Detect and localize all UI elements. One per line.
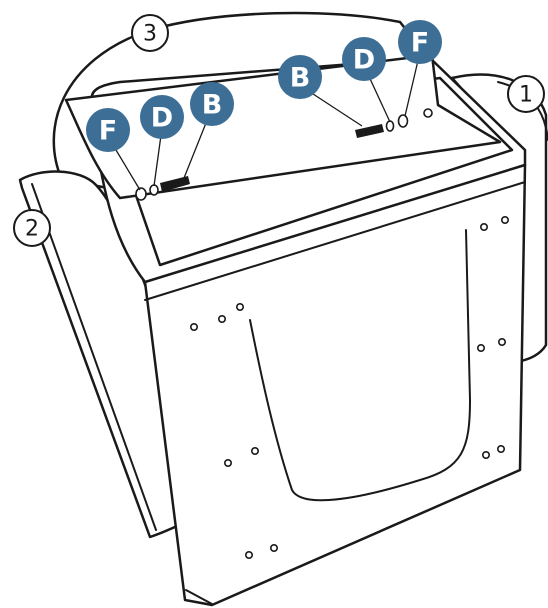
badge-left-f: F xyxy=(86,108,130,152)
callout-label: 3 xyxy=(143,22,157,47)
callout-circle xyxy=(131,14,169,52)
callout-2: 2 xyxy=(13,209,51,247)
badge-right-b: B xyxy=(278,55,322,99)
badge-label: D xyxy=(151,103,173,134)
front-panel-top-edge xyxy=(144,181,526,301)
leader-right-b xyxy=(309,91,363,127)
badge-left-b: B xyxy=(190,82,234,126)
callout-label: 1 xyxy=(519,83,533,108)
hole xyxy=(497,337,506,346)
badge-right-d: D xyxy=(342,37,386,81)
callout-circle xyxy=(13,209,51,247)
callout-label: 2 xyxy=(25,217,39,242)
lock-washer-d xyxy=(385,120,395,132)
front-panel-holes xyxy=(190,216,509,559)
badge-label: B xyxy=(202,90,223,121)
front-panel-cutout xyxy=(249,229,472,502)
badge-circle xyxy=(140,95,184,139)
bolt-b xyxy=(160,176,190,192)
badge-circle xyxy=(398,20,442,64)
badge-right-f: F xyxy=(398,20,442,64)
hole xyxy=(481,450,490,459)
hole xyxy=(496,444,505,453)
right-hardware-badges: B D F xyxy=(278,20,442,99)
washer-f xyxy=(135,187,147,201)
hole xyxy=(245,550,254,559)
hole xyxy=(224,458,233,467)
badge-circle xyxy=(342,37,386,81)
hole xyxy=(236,302,245,311)
seat-front-panel xyxy=(143,163,527,607)
badge-label: F xyxy=(411,28,429,59)
callout-circle xyxy=(507,75,545,113)
callout-1: 1 xyxy=(507,75,545,113)
hole xyxy=(479,223,488,232)
hole xyxy=(423,108,433,118)
left-hardware-badges: F D B xyxy=(86,82,234,152)
badge-left-d: D xyxy=(140,95,184,139)
callout-3: 3 xyxy=(131,14,169,52)
bolt-b xyxy=(355,124,384,138)
badge-circle xyxy=(190,82,234,126)
washer-f xyxy=(397,114,409,128)
badge-label: B xyxy=(290,63,311,94)
badge-circle xyxy=(278,55,322,99)
hole xyxy=(190,322,199,331)
lock-washer-d xyxy=(149,184,159,196)
hole xyxy=(476,343,485,352)
badge-circle xyxy=(86,108,130,152)
hole xyxy=(251,446,260,455)
back-rail-top xyxy=(64,53,502,200)
left-arm-inner-edge xyxy=(31,183,157,531)
left-fitting-set xyxy=(135,176,190,201)
badge-label: F xyxy=(99,116,117,147)
front-panel-skirt xyxy=(185,589,213,605)
leader-left-b xyxy=(183,117,209,179)
right-fitting-set xyxy=(355,108,433,138)
badge-label: D xyxy=(353,45,375,76)
hole xyxy=(500,216,509,225)
hole xyxy=(269,543,278,552)
hole xyxy=(218,314,227,323)
